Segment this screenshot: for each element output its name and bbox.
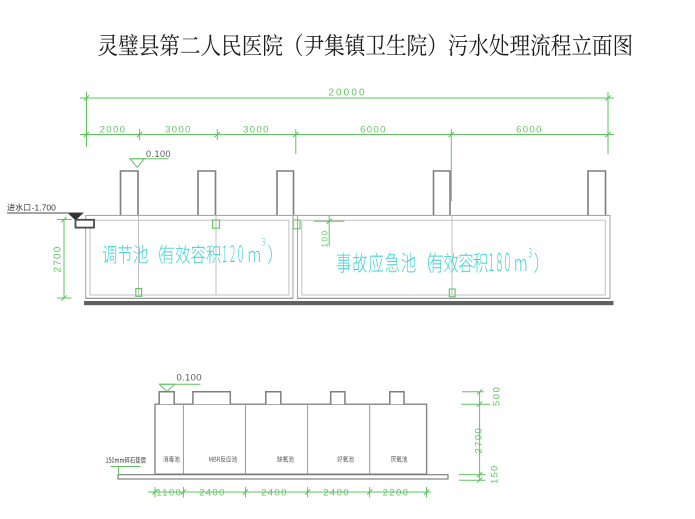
svg-text:2200: 2200	[383, 488, 410, 499]
svg-text:2400: 2400	[199, 488, 226, 499]
svg-text:-1.700: -1.700	[32, 203, 56, 213]
svg-text:500: 500	[492, 386, 503, 406]
svg-text:3000: 3000	[243, 125, 270, 136]
svg-text:0.100: 0.100	[177, 373, 202, 384]
svg-text:2400: 2400	[261, 488, 288, 499]
svg-text:6000: 6000	[360, 125, 387, 136]
svg-text:0.100: 0.100	[146, 149, 171, 159]
svg-text:6000: 6000	[516, 125, 543, 136]
svg-text:150: 150	[490, 465, 501, 484]
svg-text:2700: 2700	[474, 427, 485, 454]
svg-text:2700: 2700	[53, 245, 64, 272]
svg-text:1100: 1100	[156, 488, 182, 499]
svg-text:2400: 2400	[323, 488, 350, 499]
svg-text:20000: 20000	[328, 88, 366, 99]
svg-text:2000: 2000	[100, 125, 127, 136]
svg-text:100: 100	[321, 229, 330, 247]
svg-text:3000: 3000	[165, 125, 192, 136]
